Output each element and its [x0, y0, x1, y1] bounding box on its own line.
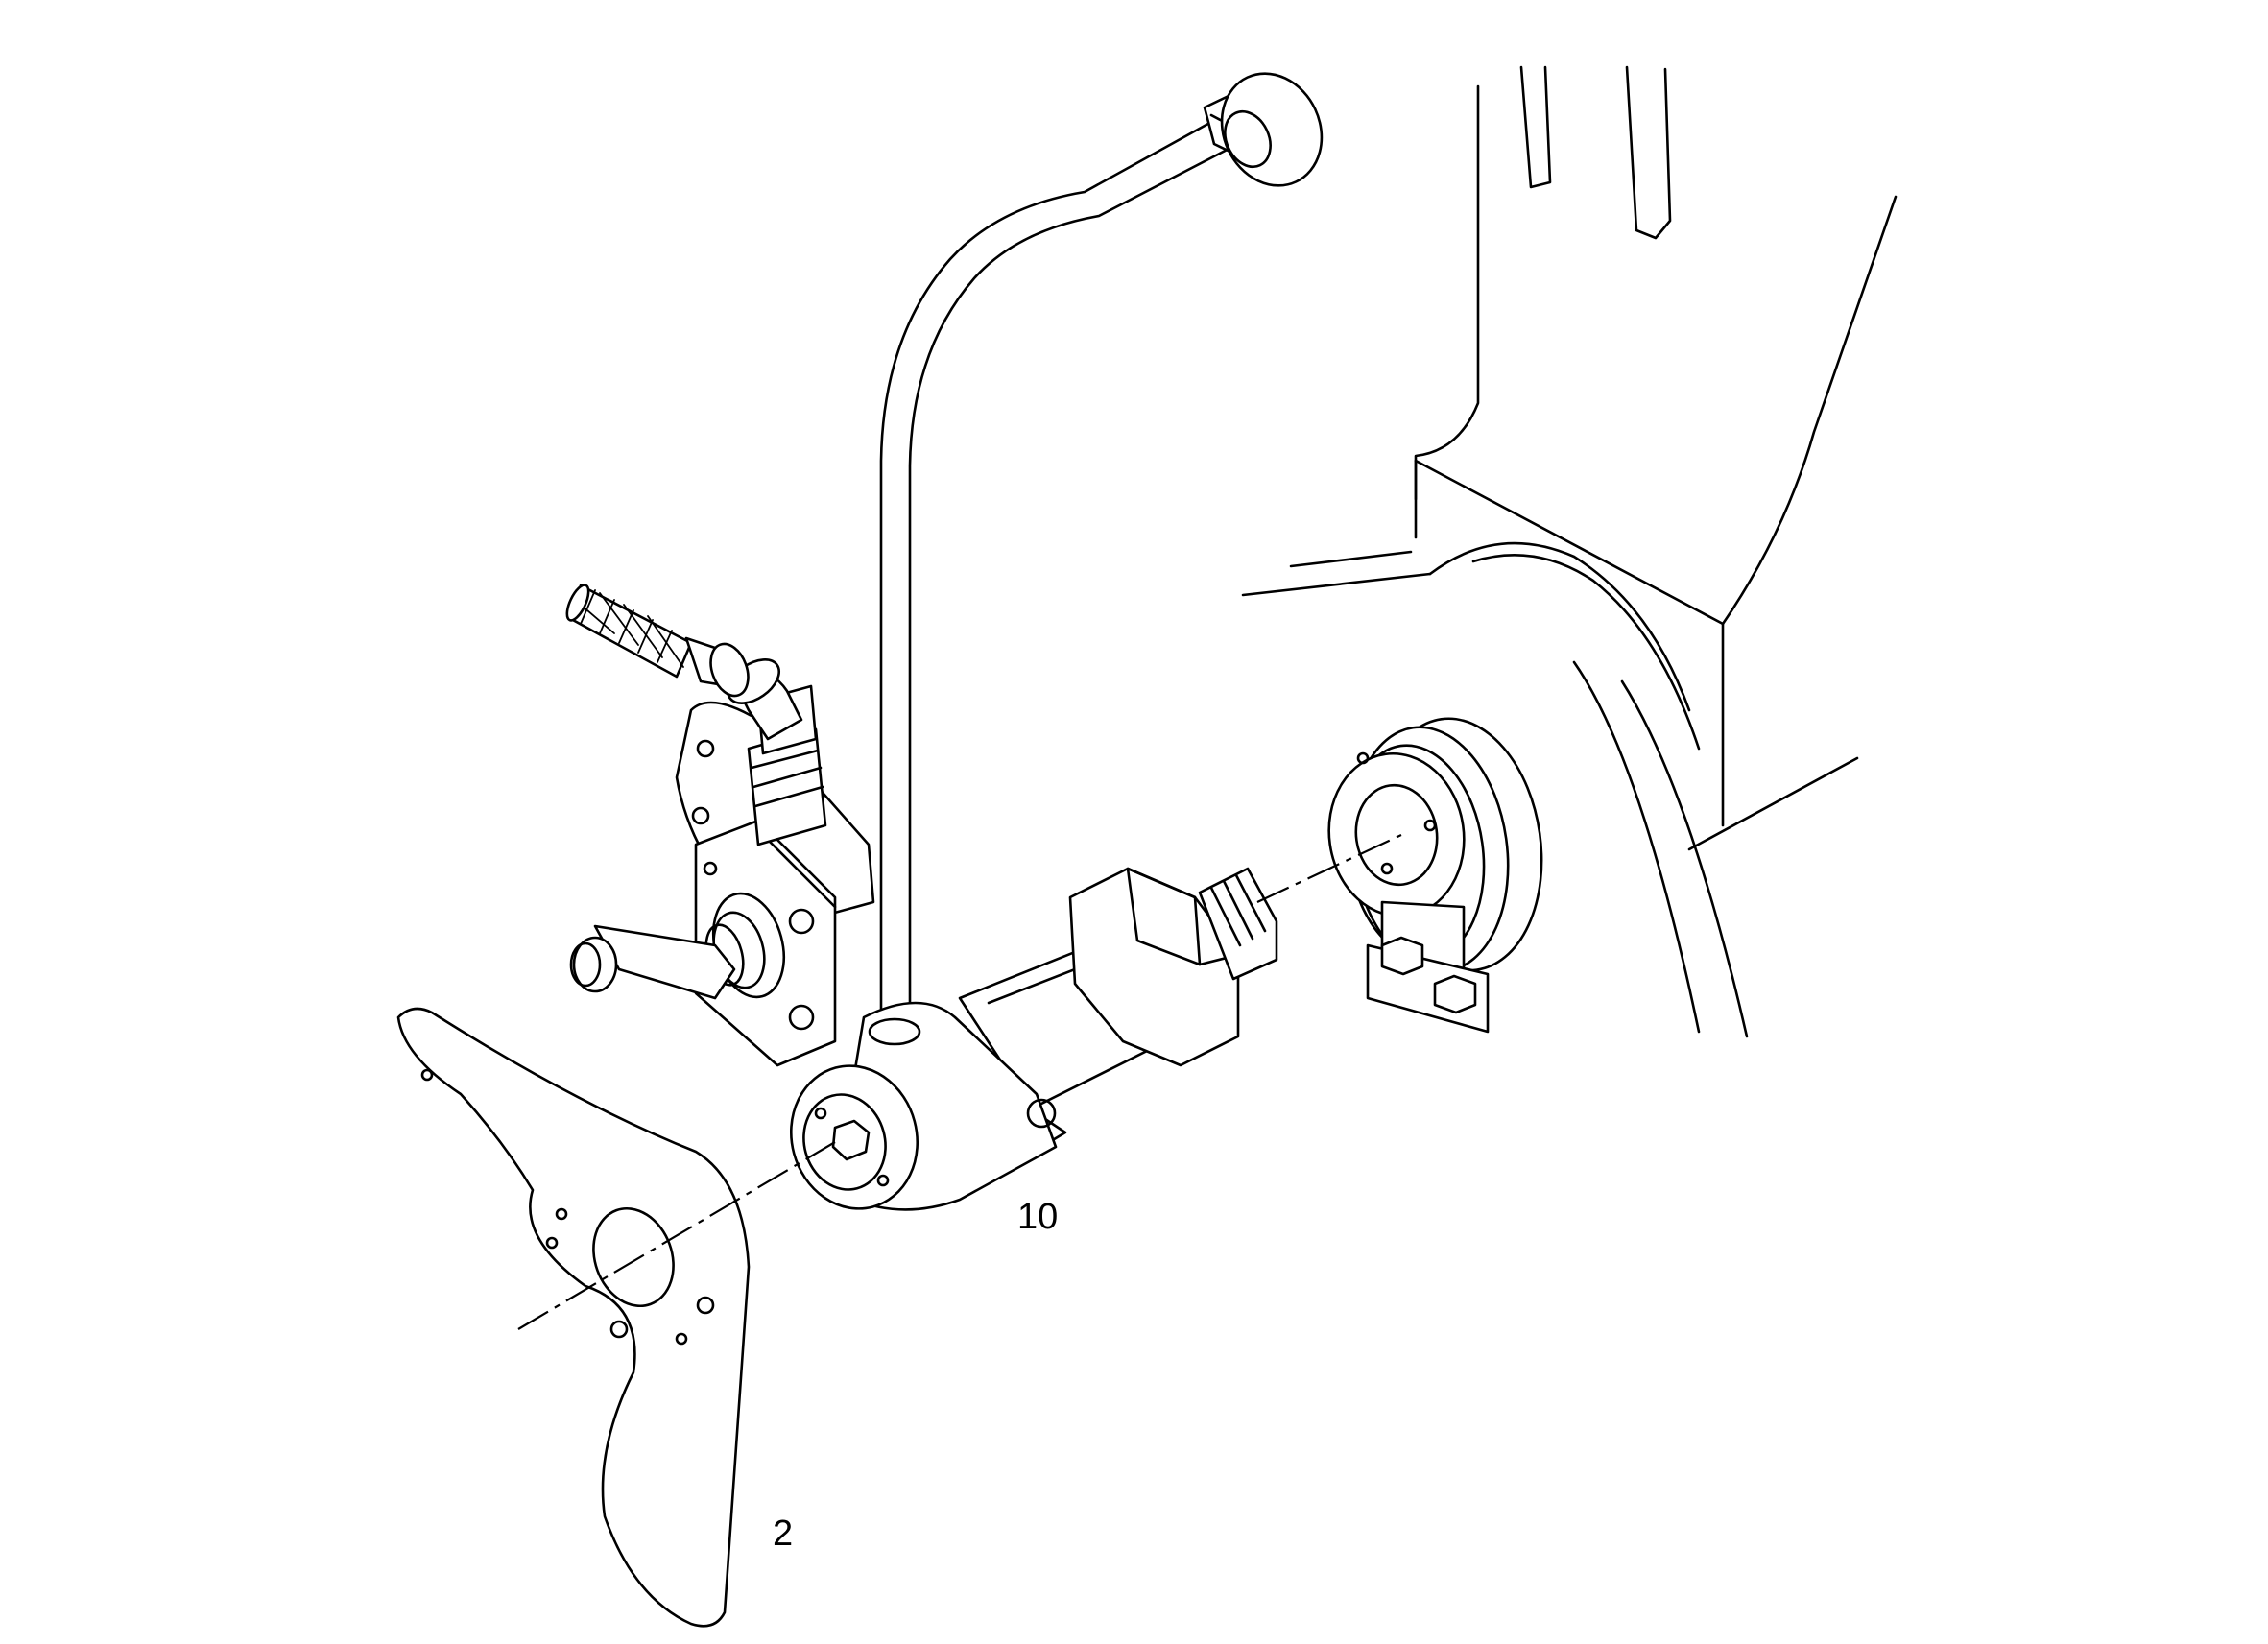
clamp-bracket: [1366, 900, 1490, 1034]
callout-part-10: 10: [1017, 1197, 1058, 1237]
frame-structure: [1241, 65, 1898, 1038]
mounting-plate: [396, 1007, 751, 1628]
brake-pipe: [879, 72, 1324, 1034]
master-cylinder: [789, 867, 1278, 1211]
braided-hose: [565, 584, 750, 698]
callout-part-2: 2: [773, 1513, 793, 1554]
valve-block: [569, 658, 875, 1067]
center-axis: [517, 834, 1402, 1330]
